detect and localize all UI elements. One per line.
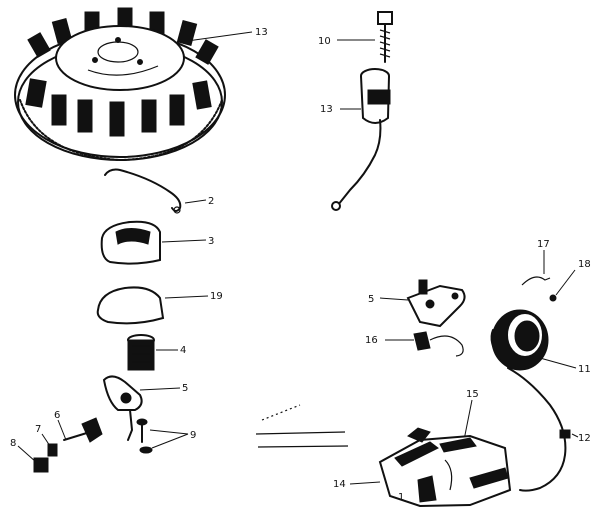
label-breaker-base-14: 14 xyxy=(333,479,346,490)
label-washer-7: 7 xyxy=(35,424,41,435)
label-flywheel: 13 xyxy=(255,27,268,38)
scan-lines xyxy=(255,404,349,448)
label-nut-6: 6 xyxy=(54,410,60,421)
label-screw-10: 10 xyxy=(318,36,331,47)
clip-18 xyxy=(549,269,576,302)
label-cover-3: 3 xyxy=(208,236,214,247)
label-nut-8: 8 xyxy=(10,438,16,449)
label-point-1: 1 xyxy=(398,492,404,503)
coil-13 xyxy=(331,68,391,211)
breaker-base-14 xyxy=(349,427,512,508)
label-insulator-16: 16 xyxy=(365,335,378,346)
wire-17 xyxy=(521,250,551,286)
spring-2 xyxy=(104,168,207,214)
label-bracket-5-right: 5 xyxy=(368,294,374,305)
label-cam-4: 4 xyxy=(180,345,186,356)
cam-4 xyxy=(127,334,178,371)
label-dust-cover-19: 19 xyxy=(210,291,223,302)
wire-12 xyxy=(507,367,579,492)
insulator-16 xyxy=(385,331,464,357)
coil-11 xyxy=(490,309,577,371)
label-lead-15: 15 xyxy=(466,389,479,400)
nut-6 xyxy=(57,417,103,443)
label-wire-12: 12 xyxy=(578,433,591,444)
screws-9 xyxy=(136,418,189,454)
bracket-5-right xyxy=(379,279,466,328)
label-spring-2: 2 xyxy=(208,196,214,207)
flywheel xyxy=(14,7,253,161)
label-arm-5-left: 5 xyxy=(182,383,188,394)
dust-cover-19 xyxy=(96,286,209,325)
cover-3 xyxy=(100,220,207,265)
label-wire-17: 17 xyxy=(537,239,550,250)
nut-8 xyxy=(17,445,49,473)
label-coil-11: 11 xyxy=(578,364,591,375)
screw-10 xyxy=(337,11,393,63)
arm-5-left xyxy=(102,375,181,441)
label-clip-18: 18 xyxy=(578,259,591,270)
label-coil-13: 13 xyxy=(320,104,333,115)
washer-7 xyxy=(41,433,58,457)
label-screws-9: 9 xyxy=(190,430,196,441)
